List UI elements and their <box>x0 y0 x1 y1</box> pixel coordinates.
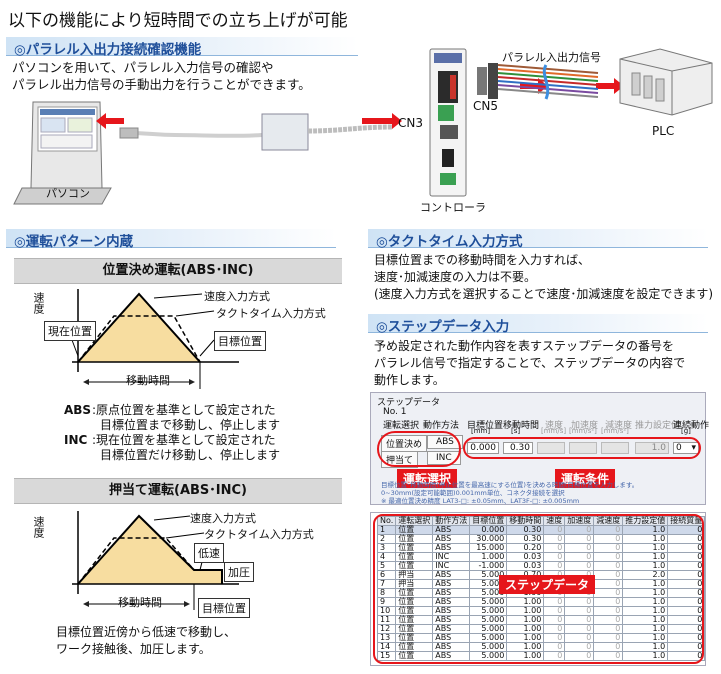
col-speed: 速度 <box>545 421 564 431</box>
col-mode: 運転選択 <box>383 421 420 431</box>
label-controller: コントローラ <box>420 201 486 214</box>
box2-label-time: 移動時間 <box>118 596 162 609</box>
tag-conditions: 運転条件 <box>555 469 616 488</box>
box2-label-tact: タクトタイム入力方式 <box>204 528 314 541</box>
box2-label-press: 加圧 <box>224 562 254 582</box>
box1-label-target: 目標位置 <box>214 331 266 351</box>
input-dec[interactable] <box>601 442 629 454</box>
col-acc-unit: [mm/s²] <box>569 427 597 435</box>
input-push[interactable]: 1.0 <box>635 442 669 454</box>
label-pc: パソコン <box>46 187 90 200</box>
section-title-pattern: ◎運転パターン内蔵 <box>14 234 134 250</box>
box1-header: 位置決め運転(ABS･INC) <box>14 258 342 284</box>
box1-label-current: 現在位置 <box>44 321 96 341</box>
col-method: 動作方法 <box>423 421 460 431</box>
panel-note-2: 0~30mm(設定可能範囲)0.001mm単位、コネクタ接続を選択 <box>381 489 565 497</box>
select-cont-value: 0 <box>676 443 682 453</box>
col-time-unit: [s] <box>511 427 521 435</box>
inc-text1: :現在位置を基準として設定された <box>92 433 276 447</box>
positioning-diagram <box>71 289 239 389</box>
label-plc: PLC <box>652 124 675 138</box>
col-time: 移動時間 <box>503 421 540 431</box>
abs-text2: 目標位置まで移動し、停止します <box>100 418 281 432</box>
box1-label-time: 移動時間 <box>126 374 170 387</box>
input-target[interactable]: 0.000 <box>467 442 499 454</box>
controller-icon <box>429 48 467 197</box>
step-description: 予め設定された動作内容を表すステップデータの番号を パラレル信号で指定することで… <box>374 339 686 387</box>
box2-label-target: 目標位置 <box>198 598 250 618</box>
panel-note-1: 目標位置･移動時間(停止位置を最高速にする位置)を決める時間(目標位置を入力しま… <box>381 481 639 489</box>
col-target-unit: [mm] <box>471 427 491 435</box>
section-title-step: ◎ステップデータ入力 <box>376 319 510 335</box>
usb-adapter-icon <box>261 113 309 151</box>
tag-step-data: ステップデータ <box>499 575 596 594</box>
col-target: 目標位置 <box>467 421 504 431</box>
label-parallel-signal: パラレル入出力信号 <box>502 51 601 64</box>
parallel-description: パソコンを用いて、パラレル入力信号の確認や パラレル出力信号の手動出力を行うこと… <box>12 60 311 92</box>
abs-text1: :原点位置を基準として設定された <box>92 403 276 417</box>
col-dec-unit: [mm/s²] <box>601 427 629 435</box>
inc-text2: 目標位置だけ移動し、停止します <box>100 448 281 462</box>
laptop-icon <box>13 101 112 205</box>
arrow-left-icon <box>96 113 124 129</box>
box2-label-speed: 速度入力方式 <box>190 512 256 525</box>
panel-no-label: No. 1 <box>383 407 407 417</box>
push-description: 目標位置近傍から低速で移動し、 ワーク接触後、加圧します。 <box>56 625 237 656</box>
input-acc[interactable] <box>569 442 597 454</box>
section-bar-pattern <box>6 229 336 248</box>
box2-header: 押当て運転(ABS･INC) <box>14 478 342 504</box>
box1-label-speed: 速度入力方式 <box>204 290 270 303</box>
col-push: 推力設定値 <box>635 421 681 431</box>
section-title-parallel: ◎パラレル入出力接続確認機能 <box>14 42 202 58</box>
section-bar-step <box>368 314 708 333</box>
input-speed[interactable] <box>537 442 565 454</box>
col-cont-unit: [g] <box>681 427 691 435</box>
push-diagram <box>72 511 239 610</box>
step-data-panel: ステップデータ No. 1 運転選択 動作方法 目標位置 [mm] 移動時間 [… <box>370 392 710 505</box>
label-cn5: CN5 <box>473 99 498 113</box>
col-speed-unit: [mm/s] <box>541 427 567 435</box>
abs-key: ABS <box>64 403 92 417</box>
input-time[interactable]: 0.30 <box>503 442 533 454</box>
connection-illustration <box>13 48 713 205</box>
box1-y-axis: 速度 <box>32 292 45 314</box>
highlight-table <box>373 514 704 664</box>
plc-icon <box>619 48 713 116</box>
panel-note-3: ※ 最適位置決め精度 LAT3-□: ±0.05mm、LAT3F-□: ±0.0… <box>381 497 580 505</box>
page-title: 以下の機能により短時間での立ち上げが可能 <box>8 11 348 31</box>
section-bar-tact <box>368 229 708 248</box>
section-bar-parallel <box>6 37 358 56</box>
inc-key: INC <box>64 433 88 447</box>
highlight-conditions <box>463 437 701 459</box>
tact-description: 目標位置までの移動時間を入力すれば、 速度･加減速度の入力は不要。 (速度入力方… <box>374 253 714 301</box>
box1-label-tact: タクトタイム入力方式 <box>216 307 326 320</box>
col-dec: 減速度 <box>605 421 633 431</box>
label-cn3: CN3 <box>398 116 423 130</box>
section-title-tact: ◎タクトタイム入力方式 <box>376 234 523 250</box>
tag-mode: 運転選択 <box>397 469 458 488</box>
highlight-mode <box>377 431 461 467</box>
box2-y-axis: 速度 <box>32 516 45 538</box>
panel-group-title: ステップデータ <box>377 398 441 408</box>
arrow-right-icon <box>362 113 402 129</box>
col-cont: 連続動作 <box>673 421 710 431</box>
box2-label-low: 低速 <box>194 543 224 563</box>
ribbon-cable-icon <box>477 63 599 100</box>
col-acc: 加速度 <box>571 421 599 431</box>
